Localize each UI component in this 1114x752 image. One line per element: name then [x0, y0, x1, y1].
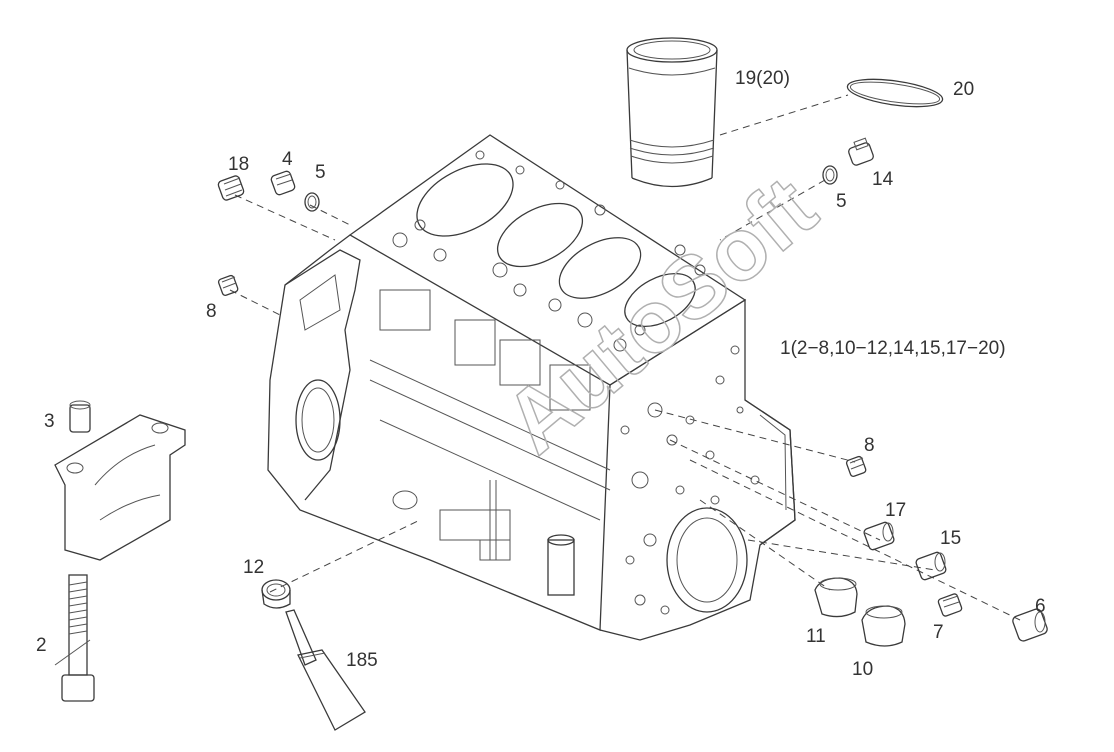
plug-12 [261, 579, 291, 609]
callout-3: 3 [44, 411, 55, 432]
bushing-15 [915, 551, 947, 581]
cylinder-liner [626, 37, 718, 188]
callout-20: 20 [953, 79, 974, 100]
callout-18: 18 [228, 154, 249, 175]
callout-14: 14 [872, 169, 894, 190]
callout-8-right: 8 [864, 435, 875, 456]
bearing-10 [861, 605, 906, 647]
callout-labels: 18 4 5 8 19(20) 20 14 5 1(2−8,10−12,14,1… [36, 68, 1046, 680]
callout-8-left: 8 [206, 301, 217, 322]
callout-10: 10 [852, 659, 873, 680]
plug-4 [270, 170, 296, 196]
callout-185: 185 [346, 650, 378, 671]
callout-2: 2 [36, 635, 47, 656]
callout-1-assembly: 1(2−8,10−12,14,15,17−20) [780, 338, 1006, 359]
plug-8-left [217, 274, 239, 296]
washer-5-right [822, 165, 838, 185]
callout-15: 15 [940, 528, 961, 549]
callout-6: 6 [1035, 596, 1046, 617]
leader-lines [229, 94, 1021, 621]
cylinder-block [267, 134, 796, 641]
o-ring [846, 78, 944, 108]
plug-6 [1012, 608, 1048, 642]
callout-7: 7 [933, 622, 944, 643]
bearing-cap [54, 400, 186, 561]
plug-18 [217, 175, 245, 201]
callout-17: 17 [885, 500, 906, 521]
plug-8-right [845, 455, 867, 477]
bushing-17 [863, 521, 895, 551]
callout-12: 12 [243, 557, 264, 578]
callout-5-right: 5 [836, 191, 847, 212]
bolt [54, 574, 95, 702]
plug-7 [937, 593, 963, 617]
plug-14 [848, 137, 874, 166]
bearing-11 [814, 577, 858, 618]
callout-4: 4 [282, 149, 293, 170]
sealant-tube [285, 609, 366, 731]
callout-19-20: 19(20) [735, 68, 790, 89]
callout-5-left: 5 [315, 162, 326, 183]
washer-5-left [304, 192, 320, 212]
callout-11: 11 [806, 626, 826, 647]
